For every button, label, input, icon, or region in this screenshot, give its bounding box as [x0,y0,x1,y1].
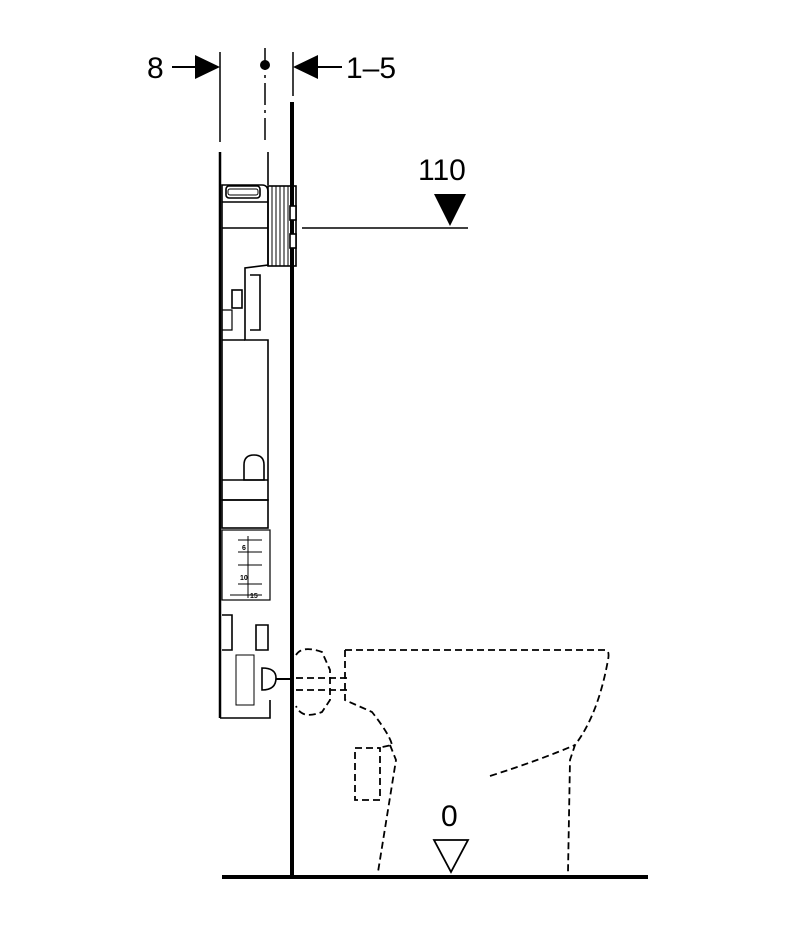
cistern-clip [222,309,233,331]
scale-number-10: 10 [240,575,248,582]
centre-dot [260,60,270,70]
cistern-float [243,454,265,481]
dimension-frame-depth: 8 [147,52,221,142]
top-height-label: 110 [418,154,466,187]
anchor-left [222,614,233,651]
wc-connection-collar [295,648,331,716]
cistern-lid [225,185,261,199]
wc-bowl-back [344,650,394,749]
cistern-slot [231,289,243,309]
wc-bowl-outline [295,648,610,873]
frame-bottom [220,700,271,719]
centre-mark [260,48,270,142]
anchor-right [255,624,269,651]
cistern-frame [218,152,297,719]
flush-plate-tab-lower [289,233,297,249]
frame-depth-label: 8 [147,52,164,85]
top-height-marker [434,194,466,226]
scale-number-15: 15 [250,593,258,600]
flush-plate-tab-upper [289,205,297,221]
dimension-wall-gap: 1–5 [292,52,396,96]
wc-pedestal-detail [354,747,381,801]
cistern-body [221,184,269,501]
frame-lower-block [221,499,269,529]
wall-gap-label: 1–5 [346,52,396,85]
cistern-channel [250,274,261,331]
cistern-lid-inner [227,188,259,196]
wall-gap-arrowhead [293,55,318,79]
wc-bowl-outer [345,649,610,873]
anchor-block [235,654,255,706]
dimension-floor-level: 0 [432,800,470,874]
floor-level-label: 0 [441,800,458,833]
wc-bowl-inner-curve [489,744,576,777]
height-scale-box [221,529,271,601]
frame-depth-arrowhead [195,55,220,79]
floor-level-marker [432,839,470,874]
scale-number-6: 6 [242,545,246,552]
dimension-top-height: 110 [302,154,468,229]
drain-bend [261,667,277,691]
wc-pedestal-left [377,744,397,873]
flush-plate-module [267,185,297,267]
